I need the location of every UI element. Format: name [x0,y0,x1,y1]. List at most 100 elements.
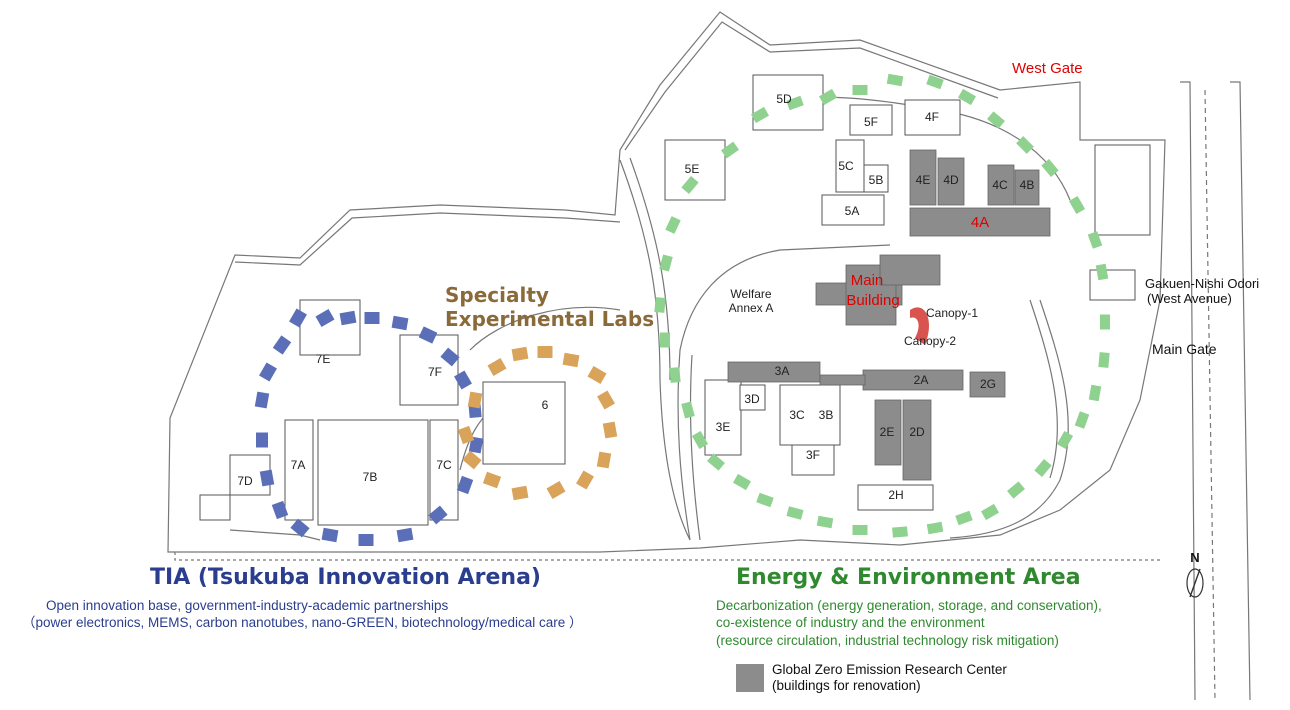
label-4e: 4E [916,173,931,187]
specialty-area-marker [537,346,553,358]
label-5b: 5B [869,173,884,187]
energy-area-marker [955,510,973,526]
energy-area-marker [852,525,868,535]
tia-area-marker [271,500,289,520]
specialty-area-marker [511,346,529,362]
tia-area-marker [396,527,414,543]
tia-area-marker [391,315,409,331]
label-2g: 2G [980,377,996,391]
north-arrow: N [1186,550,1204,598]
label-4c: 4C [992,178,1008,192]
tia-area-marker [259,469,275,487]
energy-area-marker [691,431,709,449]
energy-area-markers [654,73,1110,538]
tia-area-marker [290,518,310,538]
tia-title: TIA (Tsukuba Innovation Arena) [150,565,541,590]
energy-area-marker [654,297,666,313]
label-welfare-2: Annex A [729,301,774,315]
energy-desc-line2: co-existence of industry and the environ… [716,615,985,630]
label-5a: 5A [845,204,860,218]
tia-area-marker [418,326,438,344]
label-7b: 7B [363,470,378,484]
specialty-area-marker [467,391,483,409]
tia-area-marker [428,505,448,525]
label-2a: 2A [914,373,929,387]
energy-area-marker [1100,314,1110,330]
energy-desc-line1: Decarbonization (energy generation, stor… [716,598,1102,613]
energy-area-marker [665,216,681,234]
energy-area-marker [1007,481,1025,499]
energy-area-marker [1068,196,1086,214]
energy-area-marker [926,74,944,90]
energy-area-marker [720,141,740,159]
energy-area-marker [1041,159,1059,177]
energy-area-marker [1056,431,1074,449]
energy-area-marker [1087,231,1103,249]
specialty-area-marker [511,485,529,501]
label-3e: 3E [716,420,731,434]
label-5d: 5D [776,92,792,106]
energy-area-marker [1016,136,1034,154]
tia-area-marker [289,308,307,328]
tia-area-marker [456,475,474,495]
legend-swatch [736,664,764,692]
label-3c: 3C [789,408,805,422]
label-4a: 4A [971,214,989,231]
energy-area-marker [751,106,769,124]
energy-area-marker [1074,411,1090,429]
label-5f: 5F [864,115,878,129]
energy-title: Energy & Environment Area [736,565,1081,590]
specialty-area-marker [596,451,612,469]
specialty-labs-title-1: Specialty [445,283,549,307]
specialty-area-marker [462,450,482,470]
label-3b: 3B [819,408,834,422]
label-7f: 7F [428,365,442,379]
energy-area-marker [733,473,751,491]
label-3f: 3F [806,448,820,462]
label-main-1: Main [851,272,884,289]
tia-area-marker [259,362,277,382]
label-7a: 7A [291,458,306,472]
specialty-area-marker [487,358,507,376]
energy-area-marker [819,88,837,106]
tia-area-markers [254,308,484,546]
energy-area-marker [786,506,804,520]
label-6: 6 [542,398,549,412]
label-5c: 5C [838,159,854,173]
specialty-area-marker [597,390,615,410]
energy-area-marker [707,453,725,471]
energy-area-marker [786,95,804,111]
energy-area-marker [1095,263,1109,281]
building-labels: 5D 5F 4F 5E 5C 5B 4E 4D 4C 4B 5A 4A Welf… [237,92,1034,502]
outline-buildings [199,74,1151,526]
main-gate-label: Main Gate [1152,341,1217,357]
energy-area-marker [1088,384,1102,402]
label-5e: 5E [685,162,700,176]
tia-area-marker [321,527,339,543]
label-2h: 2H [888,488,903,502]
renovation-buildings [727,149,1051,481]
canopy-1-shape [910,307,930,345]
avenue-label-line2: (West Avenue) [1147,291,1232,306]
label-4b: 4B [1020,178,1035,192]
specialty-area-marker [482,471,502,489]
label-3d: 3D [744,392,760,406]
energy-area-marker [659,254,673,272]
label-2d: 2D [909,425,925,439]
energy-area-marker [1034,459,1052,477]
site-outline [167,11,1251,701]
specialty-area-markers [457,346,618,501]
tia-area-marker [256,432,268,448]
specialty-labs-title-2: Experimental Labs [445,307,655,331]
label-7e: 7E [316,352,331,366]
specialty-area-marker [587,366,607,384]
energy-area-marker [926,521,944,535]
energy-area-marker [681,176,699,194]
energy-area-marker [756,492,774,508]
tia-desc-line2: （power electronics, MEMS, carbon nanotub… [22,615,583,630]
tia-desc-line1: Open innovation base, government-industr… [46,598,449,613]
energy-area-marker [958,88,976,106]
energy-area-marker [852,85,868,95]
label-canopy-2: Canopy-2 [904,334,956,348]
